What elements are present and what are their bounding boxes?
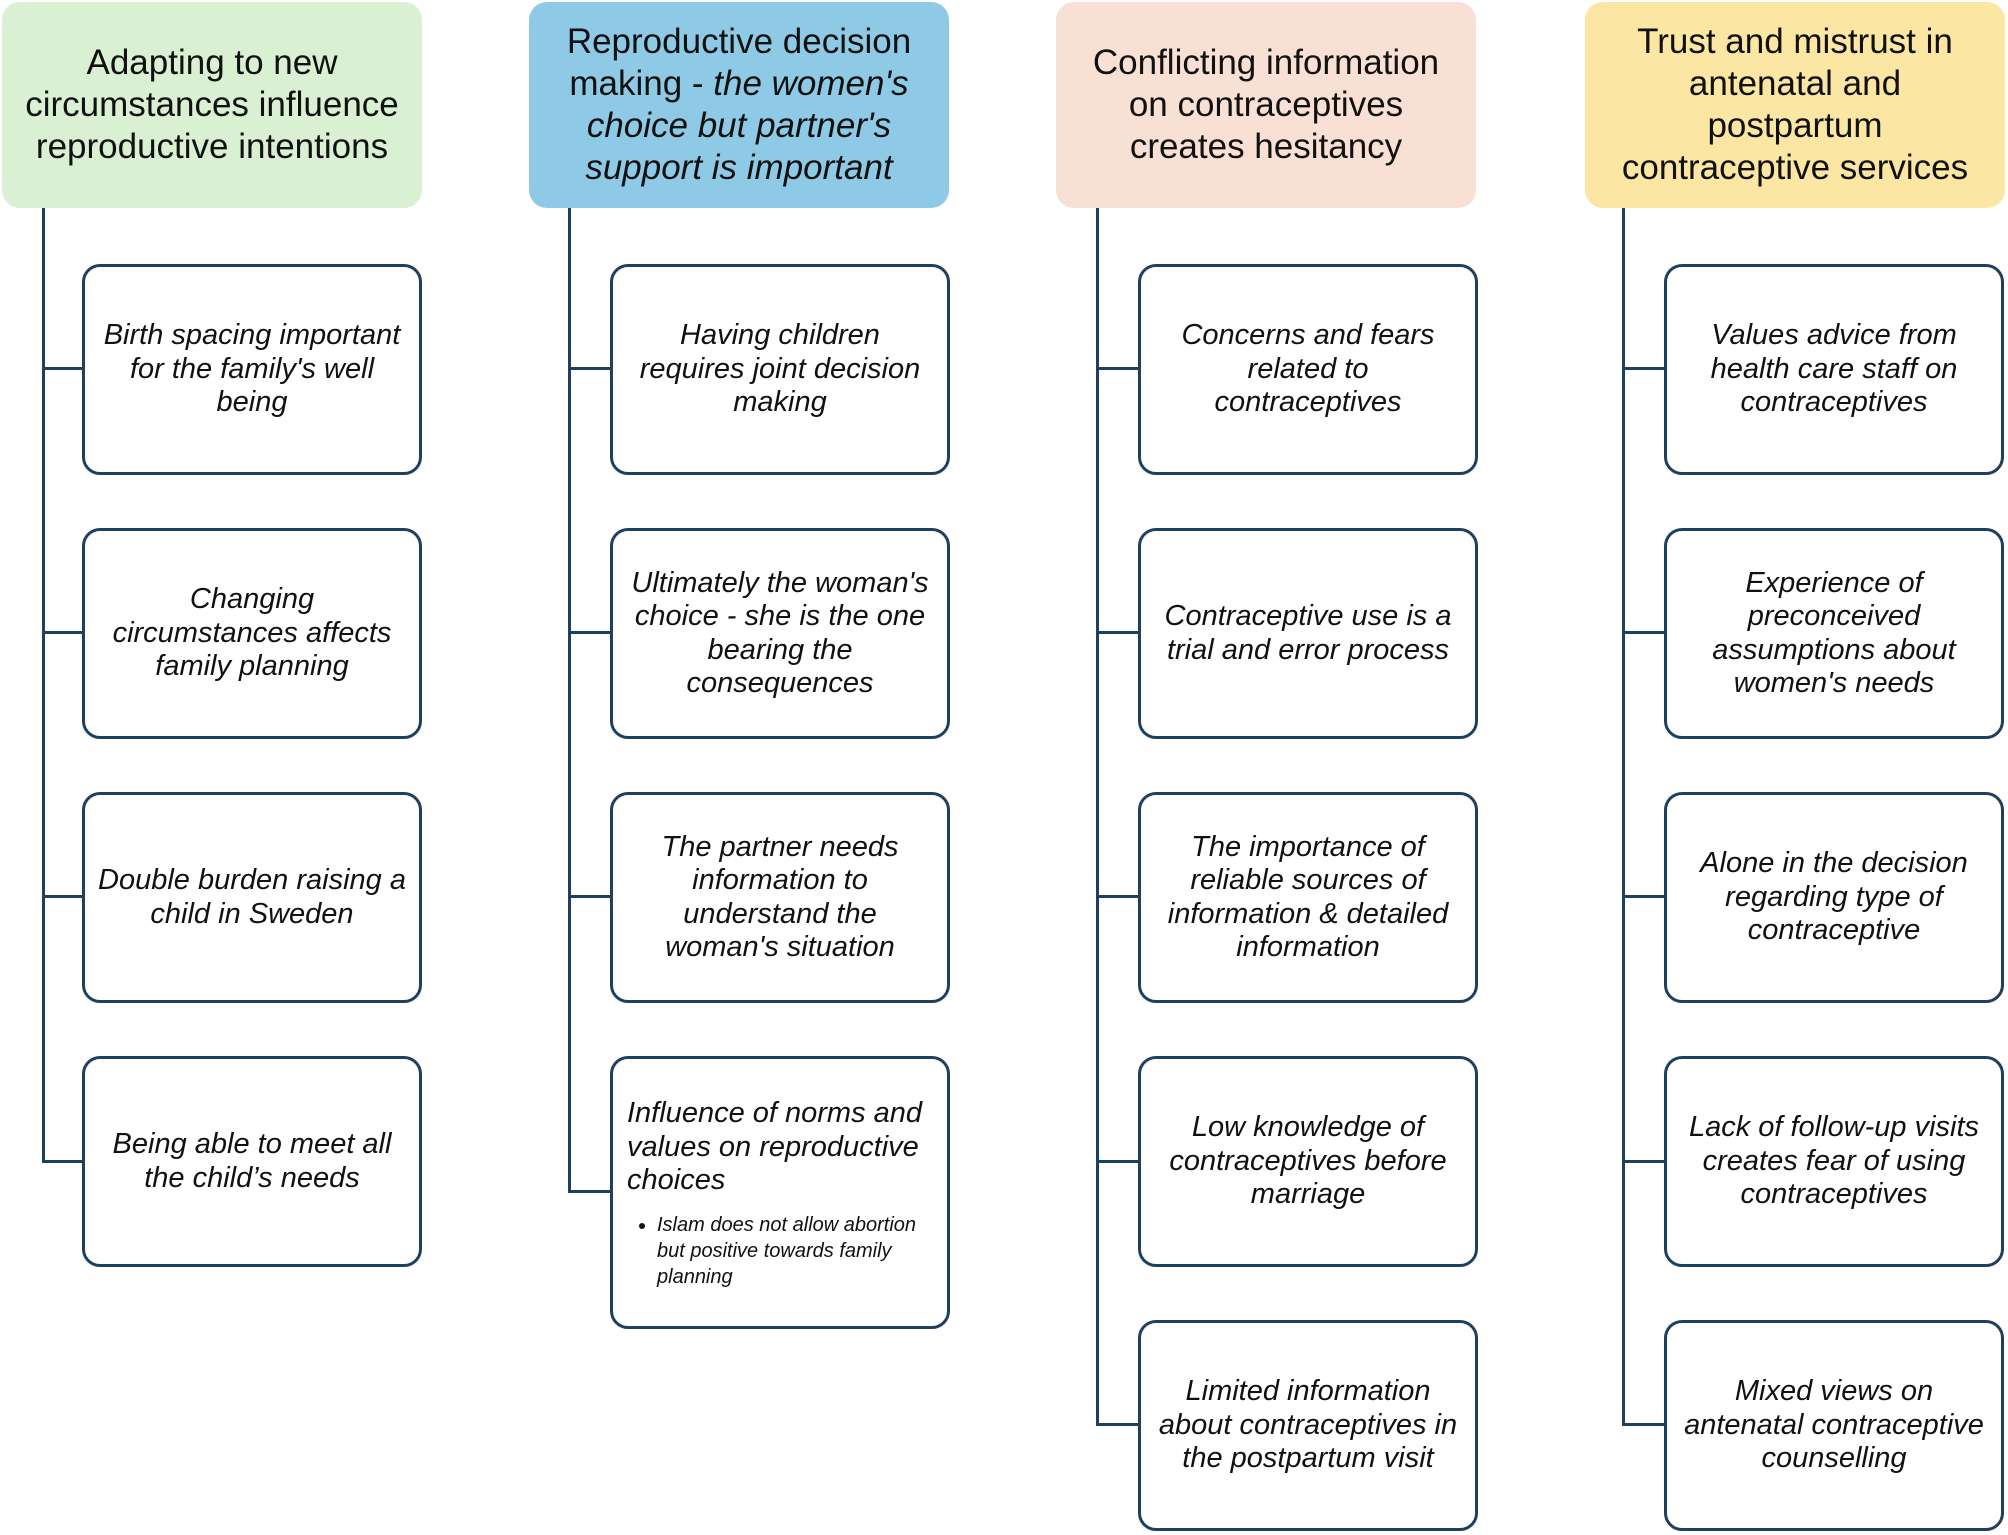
- connector-branch: [42, 631, 84, 634]
- theme-header-conflicting-information: Conflicting information on contraceptive…: [1056, 2, 1476, 208]
- subtheme-text: Experience of preconceived assumptions a…: [1712, 566, 1956, 700]
- subtheme-box: Having children requires joint decision …: [610, 264, 950, 475]
- connector-trunk: [1622, 208, 1625, 1426]
- connector-branch: [1622, 631, 1666, 634]
- subtheme-box: The importance of reliable sources of in…: [1138, 792, 1478, 1003]
- subtheme-note: Islam does not allow abortion but positi…: [657, 1212, 933, 1290]
- theme-header-decision-making: Reproductive decision making - the women…: [529, 2, 949, 208]
- connector-branch: [1622, 1423, 1666, 1426]
- connector-branch: [42, 895, 84, 898]
- subtheme-box: Mixed views on antenatal contraceptive c…: [1664, 1320, 2004, 1531]
- connector-trunk: [568, 208, 571, 1193]
- connector-branch: [1622, 367, 1666, 370]
- subtheme-text: Low knowledge of contraceptives before m…: [1169, 1111, 1447, 1211]
- subtheme-text: Influence of norms and values on reprodu…: [627, 1097, 923, 1197]
- connector-branch: [568, 1190, 612, 1193]
- connector-branch: [568, 367, 612, 370]
- theme-title-italic: the women's choice but partner's support…: [585, 64, 909, 187]
- subtheme-text: The partner needs information to underst…: [661, 830, 899, 964]
- connector-branch: [1096, 367, 1140, 370]
- subtheme-text: Having children requires joint decision …: [639, 319, 921, 419]
- subtheme-box: The partner needs information to underst…: [610, 792, 950, 1003]
- subtheme-text: Being able to meet all the child’s needs: [112, 1128, 392, 1194]
- connector-branch: [568, 631, 612, 634]
- subtheme-text: Birth spacing important for the family's…: [103, 319, 401, 419]
- subtheme-text: Limited information about contraceptives…: [1158, 1375, 1458, 1475]
- connector-branch: [42, 1160, 84, 1163]
- subtheme-box: Birth spacing important for the family's…: [82, 264, 422, 475]
- subtheme-box: Experience of preconceived assumptions a…: [1664, 528, 2004, 739]
- connector-branch: [1096, 1160, 1140, 1163]
- connector-trunk: [1096, 208, 1099, 1426]
- connector-trunk: [42, 208, 45, 1163]
- connector-branch: [1096, 895, 1140, 898]
- subtheme-box: Changing circumstances affects family pl…: [82, 528, 422, 739]
- theme-title: Adapting to new circumstances influence …: [25, 43, 399, 166]
- connector-branch: [568, 895, 612, 898]
- theme-title: Trust and mistrust in antenatal and post…: [1621, 22, 1969, 187]
- subtheme-text: Double burden raising a child in Sweden: [98, 864, 406, 930]
- connector-branch: [42, 367, 84, 370]
- subtheme-box: Alone in the decision regarding type of …: [1664, 792, 2004, 1003]
- subtheme-text: Alone in the decision regarding type of …: [1700, 847, 1968, 947]
- subtheme-box: Low knowledge of contraceptives before m…: [1138, 1056, 1478, 1267]
- subtheme-text: Ultimately the woman's choice - she is t…: [631, 566, 929, 700]
- subtheme-box: Limited information about contraceptives…: [1138, 1320, 1478, 1531]
- subtheme-box: Concerns and fears related to contracept…: [1138, 264, 1478, 475]
- theme-header-adapting: Adapting to new circumstances influence …: [2, 2, 422, 208]
- subtheme-note-list: Islam does not allow abortion but positi…: [627, 1212, 933, 1290]
- subtheme-box: Being able to meet all the child’s needs: [82, 1056, 422, 1267]
- subtheme-text: Values advice from health care staff on …: [1710, 319, 1958, 419]
- subtheme-text: Contraceptive use is a trial and error p…: [1164, 600, 1452, 666]
- subtheme-box: Contraceptive use is a trial and error p…: [1138, 528, 1478, 739]
- subtheme-text: Lack of follow-up visits creates fear of…: [1688, 1111, 1980, 1211]
- subtheme-text: Changing circumstances affects family pl…: [112, 583, 392, 683]
- theme-title: Conflicting information on contraceptive…: [1092, 43, 1440, 166]
- subtheme-box: Double burden raising a child in Sweden: [82, 792, 422, 1003]
- subtheme-box: Lack of follow-up visits creates fear of…: [1664, 1056, 2004, 1267]
- connector-branch: [1622, 1160, 1666, 1163]
- connector-branch: [1622, 895, 1666, 898]
- theme-header-trust-mistrust: Trust and mistrust in antenatal and post…: [1585, 2, 2005, 208]
- subtheme-text: The importance of reliable sources of in…: [1167, 830, 1449, 964]
- theme-title: Reproductive decision making -: [566, 22, 912, 103]
- connector-branch: [1096, 631, 1140, 634]
- subtheme-box: Influence of norms and values on reprodu…: [610, 1056, 950, 1329]
- subtheme-box: Ultimately the woman's choice - she is t…: [610, 528, 950, 739]
- subtheme-text: Concerns and fears related to contracept…: [1181, 319, 1435, 419]
- subtheme-box: Values advice from health care staff on …: [1664, 264, 2004, 475]
- connector-branch: [1096, 1423, 1140, 1426]
- subtheme-text: Mixed views on antenatal contraceptive c…: [1684, 1375, 1984, 1475]
